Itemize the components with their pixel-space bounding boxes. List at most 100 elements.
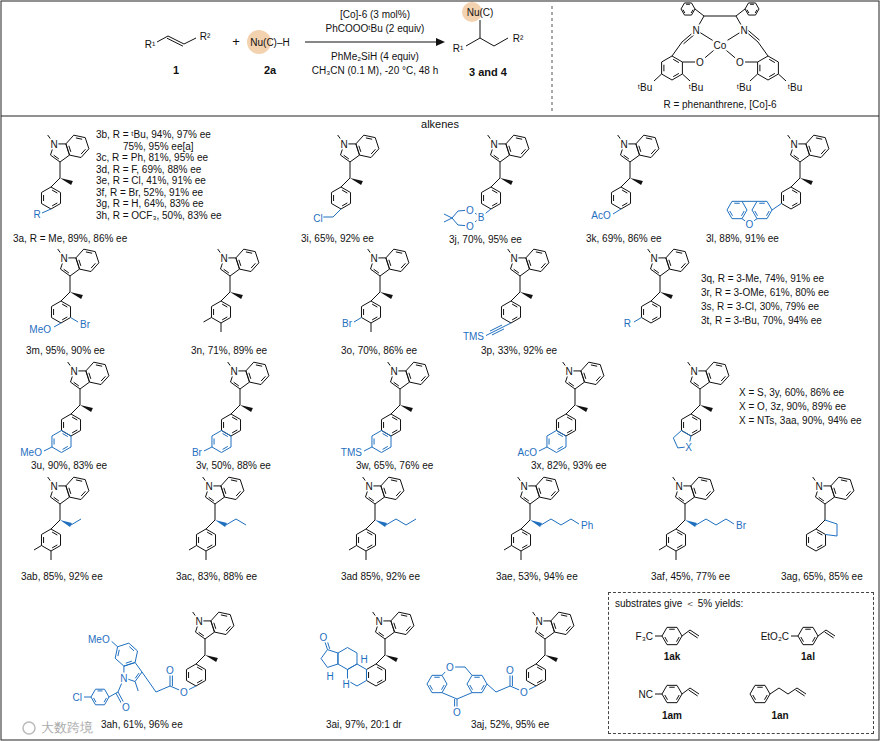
- wedge-bond: [375, 520, 387, 527]
- chem-label: NC: [638, 689, 654, 700]
- chem-label: 3ah, 61%, 96% ee: [100, 719, 184, 730]
- chem-label: N: [564, 365, 573, 376]
- bond-line: [383, 422, 384, 428]
- bond-line: [51, 178, 60, 187]
- chem-label: R²: [199, 31, 212, 42]
- bond-line: [338, 648, 357, 670]
- bond-line: [350, 162, 351, 178]
- watermark-logo: [23, 722, 35, 734]
- bond-line: [204, 318, 212, 323]
- bond-line: [772, 204, 781, 211]
- bond-line: [672, 42, 682, 56]
- bond-line: [683, 422, 684, 428]
- chem-label: O: [519, 687, 529, 698]
- wedge-bond: [80, 405, 93, 412]
- reaction-arrowhead: [436, 38, 445, 46]
- wedge-bond: [575, 405, 588, 412]
- chem-label: N: [739, 25, 748, 36]
- bond-line: [444, 214, 452, 218]
- bond-line: [669, 260, 671, 266]
- bond-line: [223, 434, 228, 437]
- bond-line: [80, 389, 81, 405]
- bond-line: [566, 626, 570, 631]
- bond-line: [682, 688, 690, 694]
- bond-line: [673, 59, 679, 62]
- bond-line: [63, 422, 64, 428]
- bond-line: [91, 689, 109, 705]
- bond-line: [434, 677, 439, 678]
- header-divider: [552, 6, 553, 112]
- bond-line: [34, 546, 41, 551]
- bond-line: [819, 497, 824, 501]
- bond-line: [816, 138, 822, 139]
- bond-line: [825, 520, 837, 536]
- chem-label: R: [32, 209, 41, 220]
- chem-label: N: [489, 138, 498, 149]
- bond-line: [70, 276, 71, 292]
- chem-label: 3r, R = 3-OMe, 61%, 80% ee: [700, 287, 830, 298]
- bond-line: [547, 431, 566, 453]
- bond-line: [221, 323, 222, 332]
- bond-line: [694, 488, 696, 494]
- bond-line: [806, 529, 825, 551]
- chem-label: R: [623, 318, 632, 329]
- bond-line: [694, 382, 699, 386]
- bond-line: [189, 546, 196, 551]
- bond-line: [796, 690, 805, 696]
- bond-line: [188, 672, 189, 678]
- bond-line: [825, 632, 834, 638]
- bond-line: [366, 520, 375, 529]
- bond-line: [734, 203, 739, 204]
- bond-line: [76, 249, 99, 271]
- bond-line: [526, 664, 545, 686]
- bond-line: [222, 317, 227, 320]
- bond-line: [742, 201, 757, 202]
- bond-line: [750, 74, 758, 81]
- bond-line: [539, 632, 544, 636]
- bond-line: [567, 430, 572, 433]
- chem-label: 3a, R = Me, 89%, 86% ee: [12, 233, 128, 244]
- bond-line: [537, 680, 542, 683]
- chem-label: Co: [713, 40, 728, 51]
- bond-line: [676, 551, 677, 560]
- chem-label: N: [519, 480, 528, 491]
- bond-line: [769, 59, 775, 62]
- bond-line: [51, 520, 60, 529]
- bond-line: [798, 627, 818, 644]
- bond-line: [384, 488, 386, 494]
- chem-label: 3m, 95%, 90% ee: [25, 345, 106, 356]
- bond-line: [492, 203, 497, 206]
- chem-label: R²: [512, 33, 525, 44]
- bond-line: [369, 497, 374, 501]
- chem-label: N: [691, 25, 700, 36]
- bond-line: [492, 329, 504, 335]
- wedge-bond: [685, 520, 697, 527]
- wedge-bond: [350, 178, 363, 185]
- chem-label: 3o, 70%, 86% ee: [340, 345, 418, 356]
- wedge-bond: [630, 178, 643, 185]
- bond-line: [512, 304, 517, 307]
- bond-line: [211, 612, 234, 634]
- bond-line: [613, 195, 614, 201]
- bond-line: [483, 195, 484, 201]
- chem-label: H: [325, 671, 334, 682]
- bond-line: [112, 641, 118, 646]
- bond-line: [354, 318, 361, 323]
- bond-line: [818, 630, 826, 636]
- bond-line: [554, 623, 556, 629]
- bond-line: [511, 529, 530, 551]
- bond-line: [109, 692, 118, 697]
- chem-label: Nu(C)–H: [249, 37, 290, 48]
- bond-line: [421, 376, 425, 381]
- bond-line: [196, 655, 205, 664]
- bond-line: [41, 187, 60, 209]
- bond-line: [521, 520, 530, 529]
- wedge-bond: [530, 520, 542, 527]
- chem-label: 75%, 95% ee[a]: [122, 140, 195, 151]
- bond-line: [374, 269, 379, 273]
- bond-line: [406, 362, 429, 384]
- bond-line: [62, 317, 67, 320]
- chem-label: N: [219, 252, 228, 263]
- bond-line: [401, 263, 405, 268]
- bond-line: [356, 135, 379, 157]
